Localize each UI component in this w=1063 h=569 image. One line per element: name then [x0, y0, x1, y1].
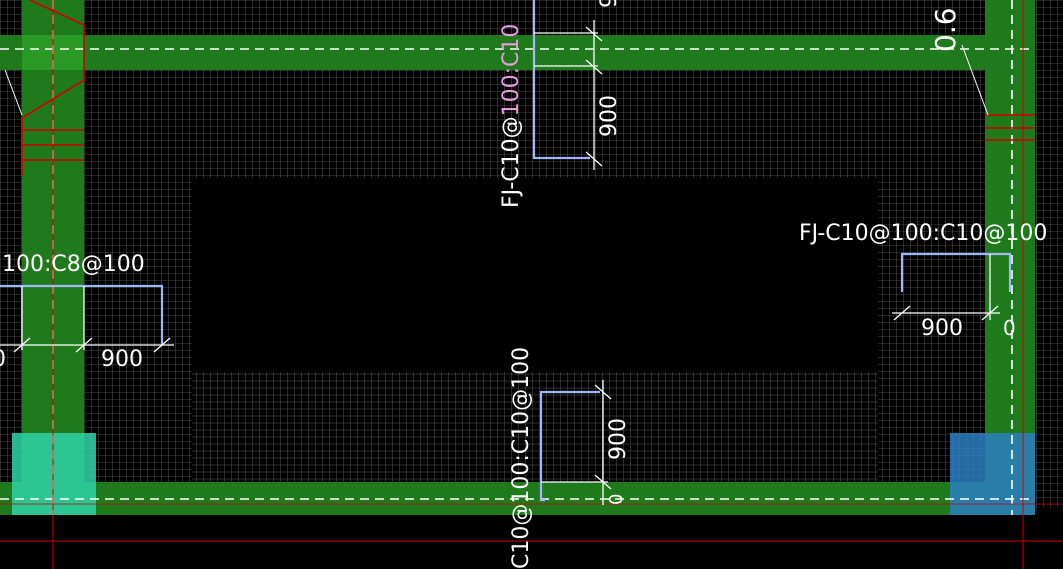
column-bottom-right[interactable] [950, 433, 1035, 515]
beam-top [0, 35, 1035, 70]
rebar-lines[interactable] [0, 0, 1012, 502]
left-edge-fragment: 0 [0, 347, 6, 372]
rebar-right [900, 252, 1012, 292]
beam-outline-red [21, 0, 1035, 175]
bottom-zero-text: 0 [606, 494, 627, 505]
dimension-lines [0, 20, 1000, 505]
top-rebar-label: FJ-C10@100:C10 [499, 24, 524, 208]
rebar-bottom [539, 390, 600, 502]
corner-dimension: 0.6 [929, 7, 962, 52]
bottom-dimension-text: 900 [606, 418, 631, 460]
right-zero-text: 0 [1003, 316, 1016, 340]
leader-lines [4, 44, 989, 116]
right-rebar-label: FJ-C10@100:C10@100 [799, 221, 1047, 246]
rebar-left [0, 284, 164, 345]
top-edge-fragment: 9 [597, 0, 622, 8]
column-bottom-left[interactable] [12, 433, 96, 515]
left-rebar-label: 100:C8@100 [2, 252, 145, 277]
right-dimension-text: 900 [921, 316, 963, 341]
left-dimension-text: 900 [101, 347, 143, 372]
top-dimension-text: 900 [597, 95, 622, 137]
rebar-top [532, 0, 590, 160]
bottom-rebar-label: C10@100:C10@100 [509, 347, 534, 569]
